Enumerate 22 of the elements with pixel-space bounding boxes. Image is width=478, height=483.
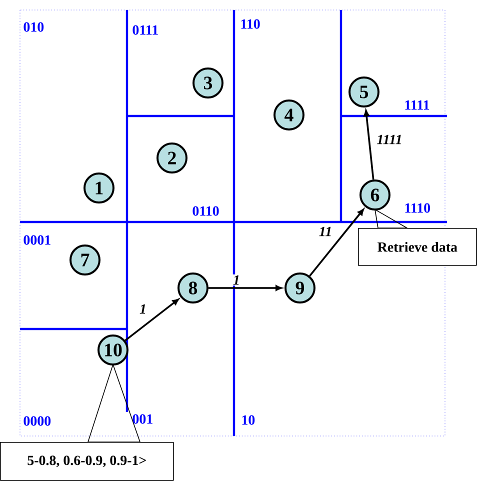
arrow xyxy=(309,208,364,276)
region-code: 1110 xyxy=(405,203,430,213)
callout-box: Retrieve data xyxy=(358,228,477,266)
arrow xyxy=(124,298,179,342)
region-code: 001 xyxy=(132,414,152,424)
region-code: 10 xyxy=(242,415,255,425)
region-code: 0000 xyxy=(24,416,51,426)
region-code: 0001 xyxy=(24,235,50,245)
region-code: 010 xyxy=(24,22,44,32)
leader-line xyxy=(374,209,408,228)
leader-line xyxy=(88,364,140,442)
region-code: 110 xyxy=(241,19,260,29)
edge-label: 11 xyxy=(318,226,334,238)
edge-label: 1 xyxy=(138,303,148,315)
arrow xyxy=(364,110,374,180)
arrow xyxy=(208,285,282,291)
region-code: 0111 xyxy=(132,25,158,35)
edge-label: 1111 xyxy=(376,134,404,146)
region-code: 1111 xyxy=(405,100,430,110)
callout-box: 5-0.8, 0.6-0.9, 0.9-1> xyxy=(0,442,174,481)
region-code: 0110 xyxy=(192,206,219,216)
edge-label: 1 xyxy=(232,274,241,286)
